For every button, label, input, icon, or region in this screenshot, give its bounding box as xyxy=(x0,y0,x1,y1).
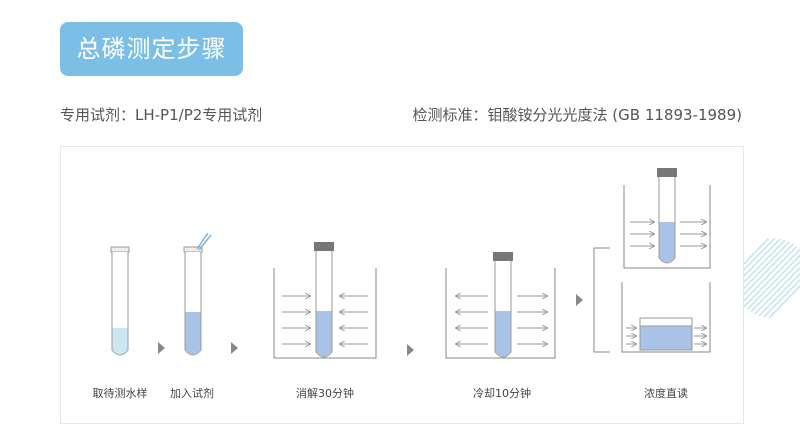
sample-tube-icon xyxy=(110,246,130,356)
reagent-info: 专用试剂：LH-P1/P2专用试剂 xyxy=(60,106,263,124)
cuvette-reading-icon xyxy=(621,282,711,353)
step-label-add-reagent: 加入试剂 xyxy=(170,387,214,400)
step-arrow-icon xyxy=(231,342,238,354)
step-label-cool: 冷却10分钟 xyxy=(473,387,531,400)
standard-info: 检测标准：钼酸铵分光光度法 (GB 11893-1989) xyxy=(412,106,742,124)
step-arrow-icon xyxy=(576,294,583,306)
step-arrow-icon xyxy=(158,342,165,354)
step-label-read: 浓度直读 xyxy=(644,387,688,400)
cooling-bath-icon xyxy=(445,252,556,359)
step-arrow-icon xyxy=(407,344,414,356)
tube-reading-icon xyxy=(623,168,711,269)
step-label-sample: 取待测水样 xyxy=(92,387,148,400)
procedure-panel xyxy=(60,146,744,424)
procedure-diagram xyxy=(110,168,711,359)
digestion-bath-icon xyxy=(273,242,377,359)
reagent-tube-icon xyxy=(183,232,212,356)
bracket-line xyxy=(593,247,610,353)
page-title: 总磷测定步骤 xyxy=(60,22,243,76)
step-label-digest: 消解30分钟 xyxy=(296,387,354,400)
